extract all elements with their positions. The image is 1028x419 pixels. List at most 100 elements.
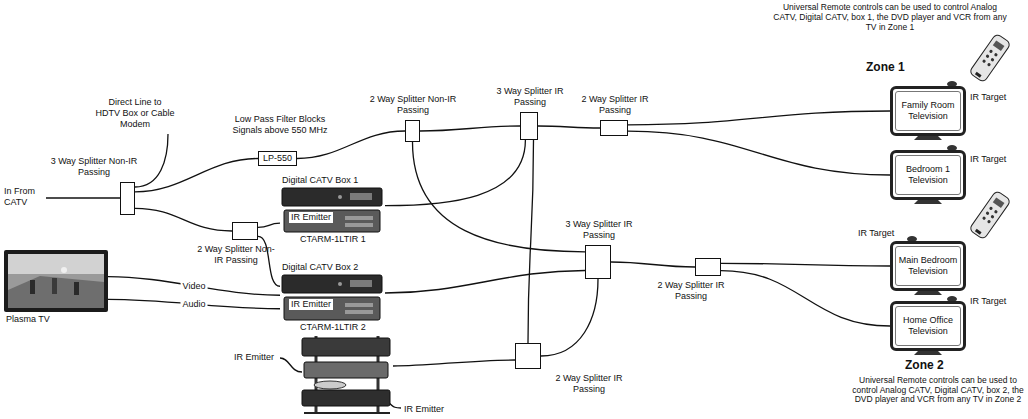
universal-remote [985,211,989,215]
cable-box: Digital CATV Box 2 [280,275,385,320]
plasma-screen [30,280,35,294]
universal-remote [969,190,1011,240]
cable-box-1 [282,188,382,232]
splitter-box: 2 Way Splitter Non-IR Passing [232,222,258,240]
coax-cable [385,271,585,294]
cable-box-1 [345,223,373,227]
filter-box: LP-550 [258,151,297,166]
splitter-box: 2 Way Splitter IR Passing [695,258,721,276]
coax-cable [108,277,280,296]
plasma-screen [8,254,104,308]
cable-box-2 [338,282,342,286]
node-text: 3 Way Splitter IR Passing [490,86,570,108]
universal-remote [990,57,994,61]
tv-foot [914,351,942,355]
cable-box-1 [284,210,380,232]
coax-cable [297,131,405,159]
television: Main Bedroom Television [890,241,966,291]
splitter-box: 3 Way Splitter IR Passing [520,112,538,140]
tv-screen: Family Room Television [895,91,961,131]
node-text: 2 Way Splitter IR Passing [575,94,655,116]
cable-box-1 [282,188,382,206]
annotation-text: IR Target [970,92,1006,103]
cable-wire [46,134,515,408]
node-text: 2 Way Splitter IR Passing [651,280,731,302]
universal-remote [987,219,991,223]
node-text: Bedroom 1 Television [896,164,960,186]
annotation-text: IR Target [858,228,894,239]
coax-cable [721,263,890,266]
tv-screen: Main Bedroom Television [895,246,961,286]
coax-cable [628,111,890,125]
box-heading: Digital CATV Box 1 [282,175,358,186]
splitter-box: 2 Way Splitter IR Passing [600,120,628,136]
annotation-text: Universal Remote controls can be used to… [852,376,1024,405]
node-text: Main Bedroom Television [896,255,960,277]
universal-remote [975,229,982,235]
coax-cable [420,126,520,131]
plasma-screen [8,254,104,274]
direct-line-wire [135,134,168,187]
universal-remote [969,33,1011,83]
annotation-text: CTARM-1LTIR 1 [300,234,366,245]
coax-cable [258,223,280,227]
node-text: Family Room Television [896,100,960,122]
edge-label: Audio [180,299,207,310]
annotation-text: IR Emitter [234,352,274,363]
node-text: LP-550 [263,153,292,164]
universal-remote [969,33,1011,83]
splitter-label: 2 Way Splitter IR Passing [575,94,655,116]
television: Family Room Television [890,86,966,136]
cable-box-1 [350,193,372,200]
cable-box-2 [282,275,382,293]
annotation-text: CTARM-1LTIR 2 [300,322,366,333]
universal-remote [989,49,993,53]
node-text: 2 Way Splitter Non-IR Passing [196,244,276,266]
node-text: Digital CATV Box 2 [282,262,358,273]
tv-foot [914,136,942,140]
annotation-text: Direct Line to HDTV Box or Cable Modem [95,97,175,130]
annotation-text: Low Pass Filter Blocks Signals above 550… [230,114,330,136]
annotation-text: Zone 1 [866,60,905,74]
cable-box-2 [345,310,373,314]
universal-remote [994,210,998,214]
tv-foot [914,291,942,295]
cable-box-2 [350,280,372,287]
universal-remote [990,214,994,218]
dvd-vcr-stack [302,338,390,356]
annotation-text: IR Emitter [289,299,333,310]
dvd-feed-wire [393,360,515,366]
plasma-screen [8,276,104,308]
plasma-screen [74,282,79,295]
tv-screen: Home Office Television [895,306,961,346]
dvd-vcr-stack [304,412,390,414]
catv-input-wire [46,197,120,198]
annotation-text: IR Target [970,296,1006,307]
node-text: Home Office Television [896,315,960,337]
cable-box-2 [345,303,373,307]
box-heading: Digital CATV Box 2 [282,262,358,273]
annotation-text: Zone 2 [905,358,944,372]
splitter-label: 3 Way Splitter Non-IR Passing [49,156,139,178]
splitter-label: 2 Way Splitter IR Passing [651,280,731,302]
splitter-label: 3 Way Splitter IR Passing [549,219,649,241]
coax-cable [135,159,258,192]
splitter-label: 2 Way Splitter Non-IR Passing [368,94,458,116]
coax-cable [628,131,890,175]
dvd-vcr-stack [302,390,390,406]
cable-box-1 [345,216,373,220]
plasma-screen [61,267,67,273]
splitter-label: 3 Way Splitter IR Passing [490,86,570,108]
node-text: Plasma TV [6,314,50,325]
dvd-vcr-stack [314,381,346,389]
universal-remote [982,59,986,63]
cable-box-1 [338,195,342,199]
plasma-caption: Plasma TV [6,314,50,325]
splitter-label: 2 Way Splitter IR Passing [549,373,629,395]
universal-remote [993,197,1005,208]
splitter-box: 2 Way Splitter Non-IR Passing [405,120,420,142]
coax-cable [528,140,534,343]
coax-cable [611,262,695,267]
television: Bedroom 1 Television [890,150,966,200]
